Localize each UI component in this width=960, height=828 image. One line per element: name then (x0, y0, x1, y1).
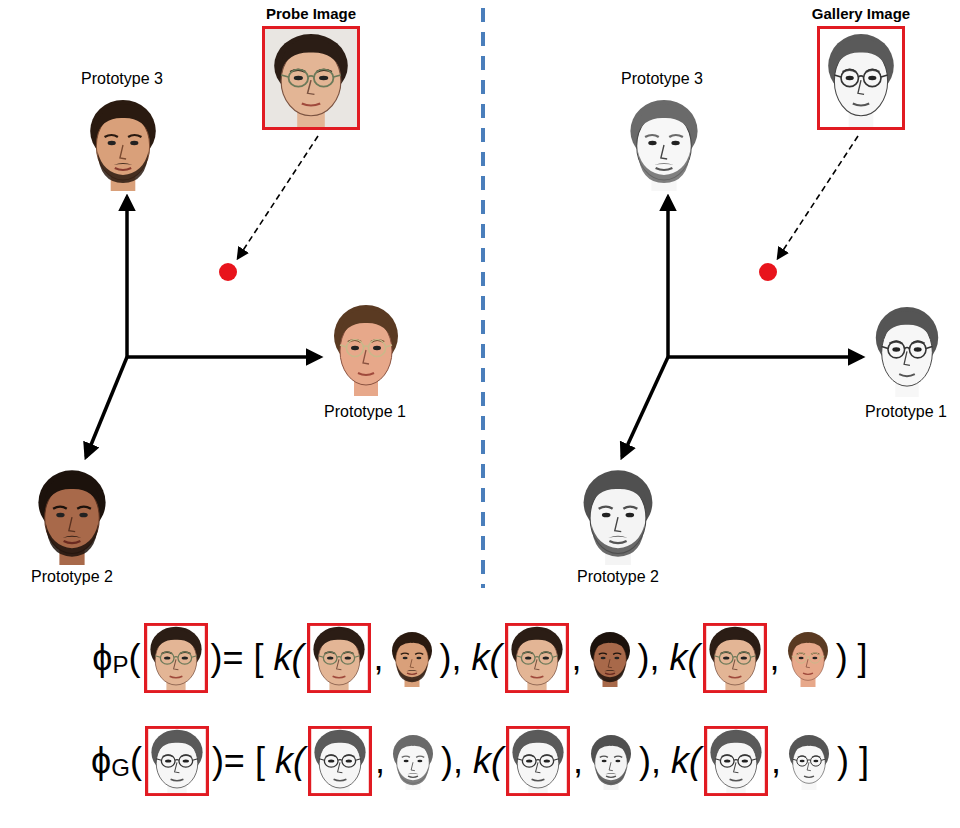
formula-text: k( (671, 741, 701, 781)
face-thumb (145, 726, 209, 796)
formula-text: , (770, 638, 780, 678)
prototype-label: Prototype 1 (324, 403, 406, 421)
formula-text: k( (472, 638, 502, 678)
face-thumb (387, 629, 437, 687)
formula-text: k( (274, 638, 304, 678)
image-frame: Probe Image (262, 26, 360, 130)
face-thumb (388, 732, 438, 790)
prototype-label: Prototype 2 (577, 568, 659, 586)
formula-subscript: G (111, 748, 130, 788)
image-heading: Probe Image (266, 5, 356, 23)
formula-text: , (375, 741, 385, 781)
formula-text: k( (670, 638, 700, 678)
formula-text: , (374, 638, 384, 678)
formula-text: ), (639, 741, 671, 781)
formula-text: , (771, 741, 781, 781)
formula-text: , (572, 638, 582, 678)
face-thumb (144, 623, 208, 693)
face-thumb (586, 732, 636, 790)
prototype-label: Prototype 3 (621, 70, 703, 88)
formula-text: ) ] (837, 741, 869, 781)
formula-text: ), (440, 638, 472, 678)
formula-text: k( (275, 741, 305, 781)
formula-row: ϕ G ( )= [ k( , ), k( , ), k( , ) ] (0, 718, 960, 804)
formula-text: ϕ (92, 638, 112, 678)
formula-text: ( (129, 638, 141, 678)
image-heading: Gallery Image (812, 5, 910, 23)
formula-text: )= [ (212, 741, 275, 781)
formula-text: ϕ (91, 741, 111, 781)
formula-text: ), (441, 741, 473, 781)
formula-text: )= [ (211, 638, 274, 678)
formula-text: k( (473, 741, 503, 781)
face-thumb (307, 623, 371, 693)
formula-subscript: P (113, 645, 129, 685)
image-frame: Gallery Image (817, 26, 905, 130)
formula-text: ( (130, 741, 142, 781)
formula-text: ) ] (836, 638, 868, 678)
prototype-label: Prototype 2 (31, 568, 113, 586)
face-thumb (506, 726, 570, 796)
face-thumb (783, 629, 833, 687)
face-thumb (704, 726, 768, 796)
formula-row: ϕ P ( )= [ k( , ), k( , ), k( , ) ] (0, 615, 960, 701)
face-thumb (308, 726, 372, 796)
face-thumb (505, 623, 569, 693)
face-thumb (585, 629, 635, 687)
formula-text: ), (638, 638, 670, 678)
prototype-label: Prototype 3 (81, 70, 163, 88)
prototype-label: Prototype 1 (865, 403, 947, 421)
formula-text: , (573, 741, 583, 781)
face-thumb (784, 732, 834, 790)
face-thumb (703, 623, 767, 693)
